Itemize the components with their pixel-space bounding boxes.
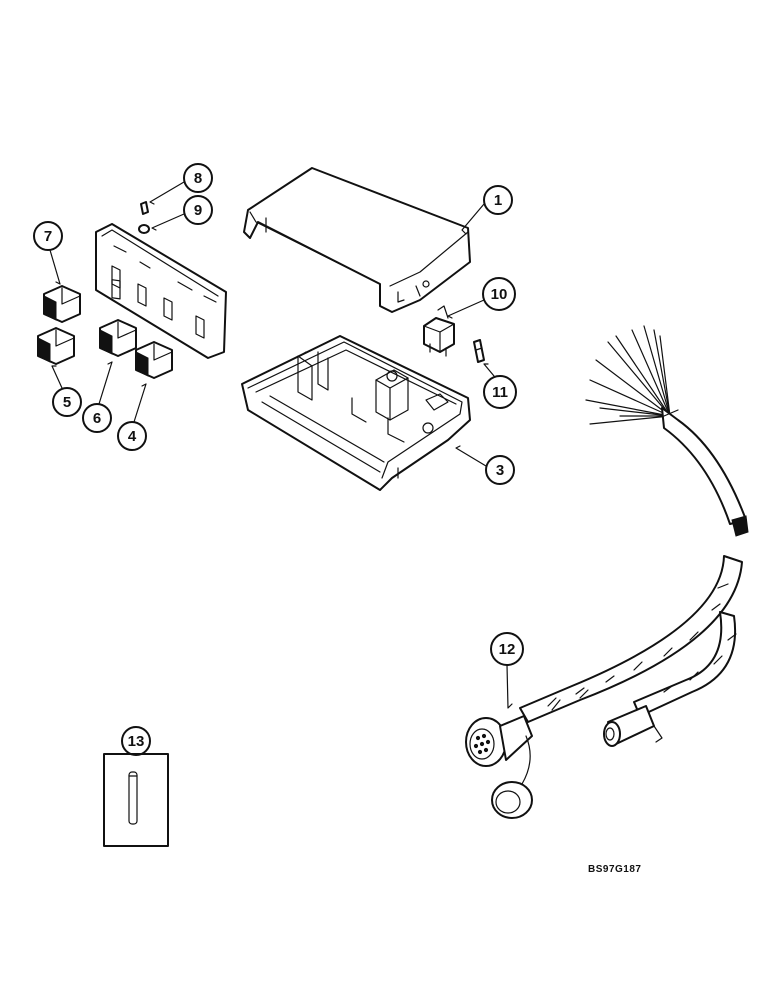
bulb-8-part [140,201,149,215]
switch-4-part [135,341,173,379]
part-13-box [103,753,169,847]
callout-6-label: 6 [93,410,101,427]
reference-code: BS97G187 [588,864,641,875]
fuse-11-part [473,339,485,363]
relay-10-part [423,305,455,357]
switch-7-part [43,285,81,323]
callout-10-label: 10 [491,286,508,303]
callout-13-label: 13 [128,733,145,750]
switch-5-part [37,327,75,365]
callout-3-circle [485,455,515,485]
callout-3-label: 3 [496,462,504,479]
housing-part [241,335,471,491]
callout-4-circle [117,421,147,451]
lens-9-part [138,224,150,234]
callout-12-label: 12 [499,641,516,658]
callout-5-label: 5 [63,394,71,411]
callout-8-circle [183,163,213,193]
callout-7-label: 7 [44,228,52,245]
callout-11-label: 11 [492,384,508,401]
callout-1-circle [483,185,513,215]
callout-13-circle [121,726,151,756]
callout-7-circle [33,221,63,251]
switch-panel-part [95,223,227,359]
cover-part [243,167,471,313]
callout-5-circle [52,387,82,417]
callout-10-circle [482,277,516,311]
callout-9-circle [183,195,213,225]
callout-9-label: 9 [194,202,202,219]
callout-6-circle [82,403,112,433]
callout-11-circle [483,375,517,409]
callout-8-label: 8 [194,170,202,187]
callout-1-label: 1 [494,192,502,209]
harness-12-part [465,325,749,819]
switch-6-part [99,319,137,357]
callout-4-label: 4 [128,428,137,445]
